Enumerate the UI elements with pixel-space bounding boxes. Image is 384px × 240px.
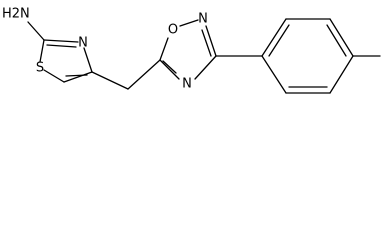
molecule-drawing: H2N S N O N N [2, 7, 381, 94]
benzene-ring [261, 18, 354, 94]
oxadiazole-ring [159, 19, 217, 80]
bond-n4-c5 [159, 59, 180, 80]
bond-c4-c5-double [65, 74, 88, 77]
structure-diagram: H2N S N O N N [0, 0, 384, 110]
oxadiazole-nitrogen-bottom-label: N [182, 77, 192, 92]
bond-ar3-ar4-inner [326, 24, 347, 57]
bond-c4-c5 [63, 71, 93, 83]
bond-n4-c5-double [162, 60, 177, 74]
thiazole-ring [27, 21, 93, 83]
bond-c2-n3 [43, 39, 79, 43]
bond-n3-c4 [83, 47, 93, 73]
bond-ar1-ar2-inner [268, 24, 290, 57]
bond-ar1-ar2 [261, 18, 287, 57]
bond-c2-n3-double [46, 44, 77, 48]
bond-n2-c3 [205, 25, 217, 57]
bond-c4-ch2 [91, 71, 129, 90]
bond-ar3-ar4 [329, 18, 354, 57]
bond-c5-o1 [159, 37, 169, 61]
thiazole-sulfur-label: S [36, 61, 44, 76]
bond-o1-n2 [179, 19, 199, 27]
bond-ch2-c5ox [127, 59, 161, 90]
bond-ar6-ar1 [261, 55, 287, 94]
oxadiazole-oxygen-label: O [168, 23, 178, 38]
bond-n2-c3-double [201, 29, 212, 57]
bond-c5-s1 [43, 69, 65, 83]
bond-s1-c2 [39, 39, 45, 63]
bond-ar4-ar5 [329, 55, 354, 94]
thiazole-nitrogen-label: N [78, 36, 88, 51]
bond-c3-n4 [194, 55, 217, 80]
oxadiazole-nitrogen-top-label: N [198, 12, 208, 27]
bond-nh2-c2 [27, 21, 45, 41]
amine-label: H2N [2, 7, 30, 22]
